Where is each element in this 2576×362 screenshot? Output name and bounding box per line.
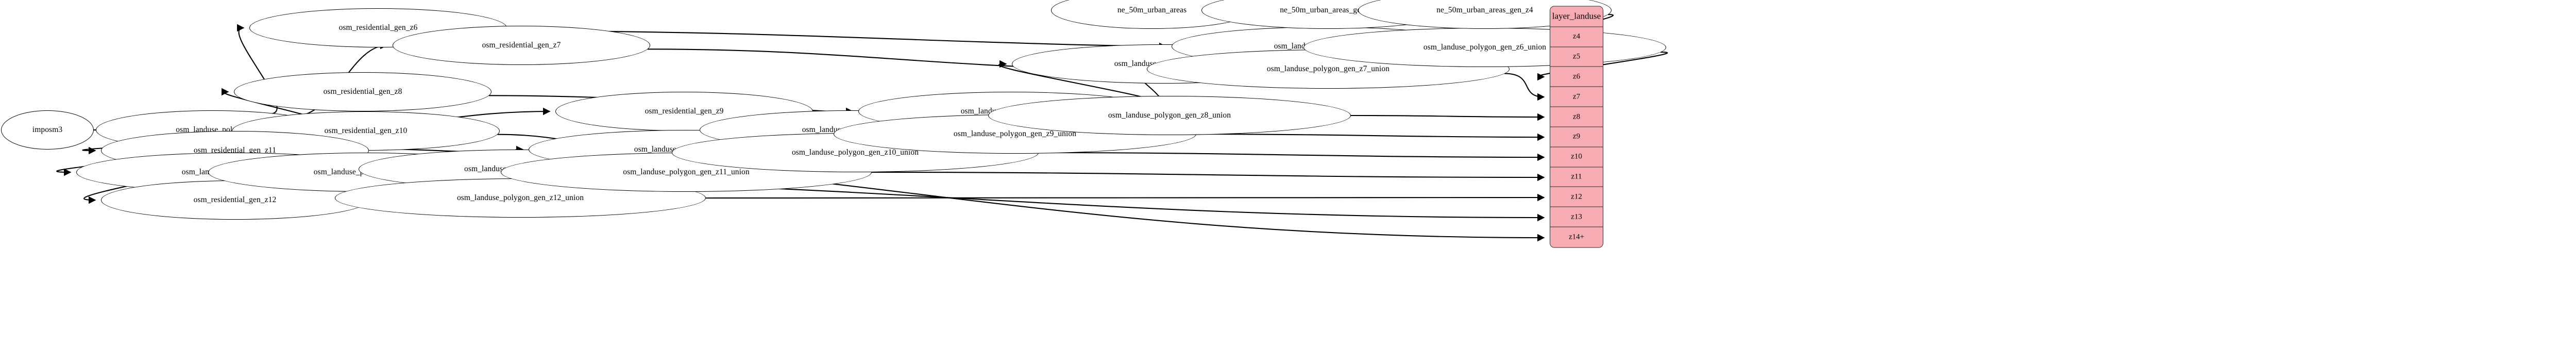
record-table-title: layer_landuse <box>1550 6 1603 27</box>
graph-edge-osm-landuse-polygon-gen-z9-union-to-layer-landuse-z9 <box>1196 133 1545 141</box>
graph-node-label: osm_landuse_polygon_gen_z6_union <box>1423 43 1547 52</box>
record-row-z4[interactable]: z4 <box>1550 27 1603 47</box>
graph-node-label: osm_landuse_polygon_gen_z8_union <box>1108 111 1231 120</box>
record-row-z9[interactable]: z9 <box>1550 127 1603 147</box>
record-row-z11[interactable]: z11 <box>1550 167 1603 187</box>
graph-edge-osm-landuse-polygon-to-osm-residential-gen-z6 <box>236 24 278 114</box>
record-row-z14plus[interactable]: z14+ <box>1550 227 1603 248</box>
graph-node-osm-landuse-polygon-gen-z8-union[interactable]: osm_landuse_polygon_gen_z8_union <box>988 96 1351 135</box>
graph-edge-osm-landuse-polygon-gen-z8-union-to-layer-landuse-z8 <box>1350 113 1545 121</box>
graph-node-label: osm_residential_gen_z8 <box>323 87 402 96</box>
record-row-z13[interactable]: z13 <box>1550 207 1603 227</box>
record-row-z12[interactable]: z12 <box>1550 187 1603 207</box>
graph-node-label: osm_landuse_polygon_gen_z10_union <box>791 148 919 157</box>
graph-node-label: osm_landuse_polygon_gen_z9_union <box>953 129 1077 139</box>
graph-node-label: osm_landuse_polygon_gen_z11_union <box>623 168 750 177</box>
graph-node-label: osm_residential_gen_z6 <box>338 23 418 32</box>
record-row-z10[interactable]: z10 <box>1550 147 1603 168</box>
graph-node-label: ne_50m_urban_areas <box>1117 6 1187 15</box>
graph-edge-osm-landuse-polygon-gen-z11-union-to-layer-landuse-z11 <box>871 171 1545 182</box>
graph-edge-osm-landuse-polygon-gen-z7-union-to-layer-landuse-z7 <box>1504 73 1545 101</box>
record-row-z8[interactable]: z8 <box>1550 107 1603 127</box>
graph-node-label: osm_residential_gen_z7 <box>482 41 561 50</box>
graph-edge-osm-landuse-polygon-gen-z10-union-to-layer-landuse-z10 <box>1038 152 1545 161</box>
graph-node-label: osm_landuse_polygon_gen_z7_union <box>1266 64 1390 74</box>
graph-node-osm-residential-gen-z12[interactable]: osm_residential_gen_z12 <box>101 180 369 220</box>
graph-node-osm-residential-gen-z7[interactable]: osm_residential_gen_z7 <box>393 26 650 65</box>
record-row-z7[interactable]: z7 <box>1550 87 1603 107</box>
record-row-z5[interactable]: z5 <box>1550 47 1603 67</box>
graph-node-label: osm_residential_gen_z12 <box>193 195 277 205</box>
graph-node-label: osm_landuse_polygon_gen_z12_union <box>456 193 584 203</box>
graph-edge-osm-landuse-polygon-gen-z6-union-to-layer-landuse-z6 <box>1537 51 1668 81</box>
graph-node-label: imposm3 <box>32 125 63 135</box>
graph-node-label: osm_residential_gen_z9 <box>645 107 724 116</box>
graph-node-label: ne_50m_urban_areas_gen_z4 <box>1436 6 1533 15</box>
graph-node-label: osm_residential_gen_z10 <box>324 126 408 136</box>
record-row-z6[interactable]: z6 <box>1550 67 1603 87</box>
graph-node-osm-residential-gen-z8[interactable]: osm_residential_gen_z8 <box>234 72 492 111</box>
graph-node-osm-landuse-polygon-gen-z6-union[interactable]: osm_landuse_polygon_gen_z6_union <box>1303 28 1666 67</box>
graph-node-imposm3[interactable]: imposm3 <box>1 110 94 150</box>
graph-node-label: ne_50m_urban_areas_gen_z5 <box>1280 6 1377 15</box>
